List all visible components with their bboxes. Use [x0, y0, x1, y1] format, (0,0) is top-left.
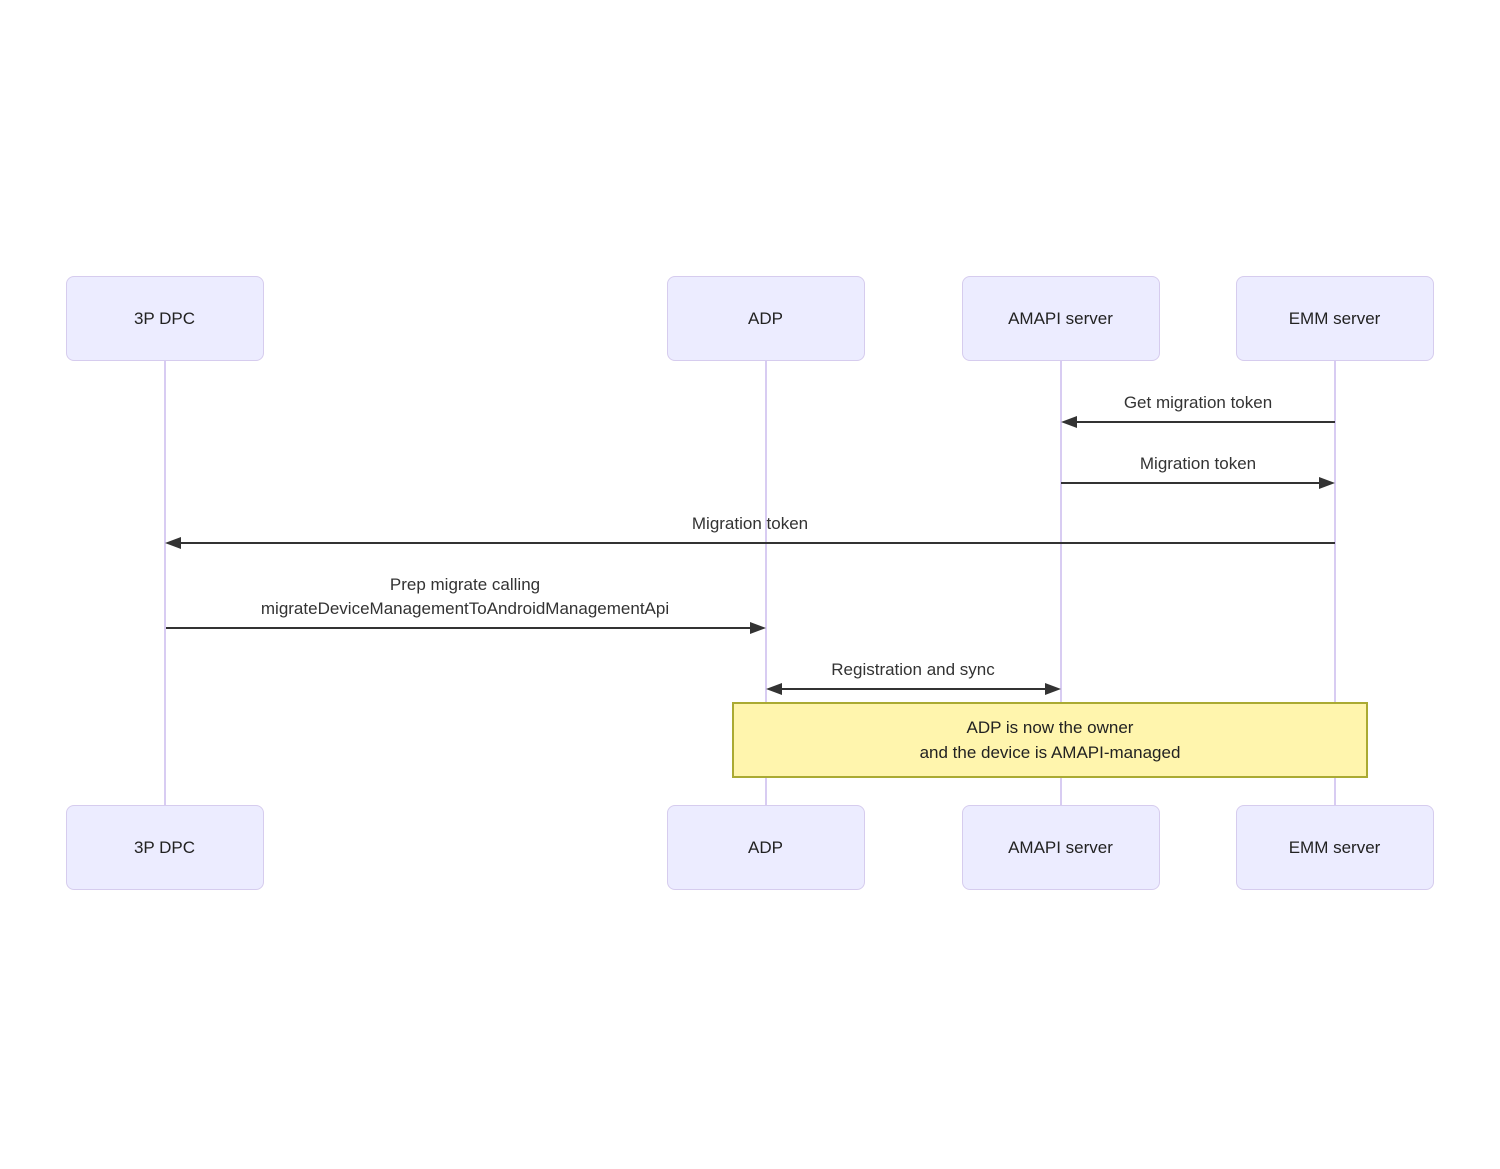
actor-label: EMM server: [1288, 837, 1381, 857]
message-line: [165, 627, 750, 629]
message-label: Registration and sync: [831, 660, 995, 679]
actor-label: 3P DPC: [133, 837, 196, 857]
message-line: [1076, 421, 1335, 423]
lifeline-emm-server: [1333, 360, 1336, 806]
arrowhead-left: [164, 537, 181, 549]
actor-label: EMM server: [1288, 308, 1381, 328]
actor-top-adp: ADP: [666, 276, 865, 361]
arrowhead-left: [765, 683, 782, 695]
note-line1: ADP is now the owner: [966, 718, 1134, 737]
actor-label: ADP: [748, 308, 783, 328]
actor-bottom-adp: ADP: [666, 805, 865, 890]
message-label-line1: Prep migrate calling: [389, 575, 541, 594]
message-label: Migration token: [1139, 454, 1257, 473]
message-line: [781, 688, 1045, 690]
message-line: [180, 542, 1335, 544]
arrowhead-right: [749, 622, 766, 634]
arrowhead-right: [1318, 477, 1335, 489]
message-label: Prep migrate calling migrateDeviceManage…: [261, 573, 669, 621]
note-adp-owner: ADP is now the owner and the device is A…: [732, 702, 1368, 778]
message-label: Get migration token: [1123, 393, 1273, 412]
actor-bottom-amapi-server: AMAPI server: [961, 805, 1160, 890]
message-label-line2: migrateDeviceManagementToAndroidManageme…: [260, 599, 670, 618]
message-line: [1060, 482, 1319, 484]
lifeline-3p-dpc: [163, 360, 166, 806]
lifeline-adp: [764, 360, 767, 806]
actor-label: AMAPI server: [1008, 308, 1113, 328]
actor-label: ADP: [748, 837, 783, 857]
note-line2: and the device is AMAPI-managed: [919, 743, 1181, 762]
actor-label: 3P DPC: [133, 308, 196, 328]
actor-bottom-emm-server: EMM server: [1235, 805, 1434, 890]
arrowhead-left: [1060, 416, 1077, 428]
message-label: Migration token: [691, 514, 809, 533]
actor-top-amapi-server: AMAPI server: [961, 276, 1160, 361]
arrowhead-right: [1044, 683, 1061, 695]
actor-top-3p-dpc: 3P DPC: [65, 276, 264, 361]
actor-bottom-3p-dpc: 3P DPC: [65, 805, 264, 890]
actor-top-emm-server: EMM server: [1235, 276, 1434, 361]
actor-label: AMAPI server: [1008, 837, 1113, 857]
lifeline-amapi-server: [1059, 360, 1062, 806]
